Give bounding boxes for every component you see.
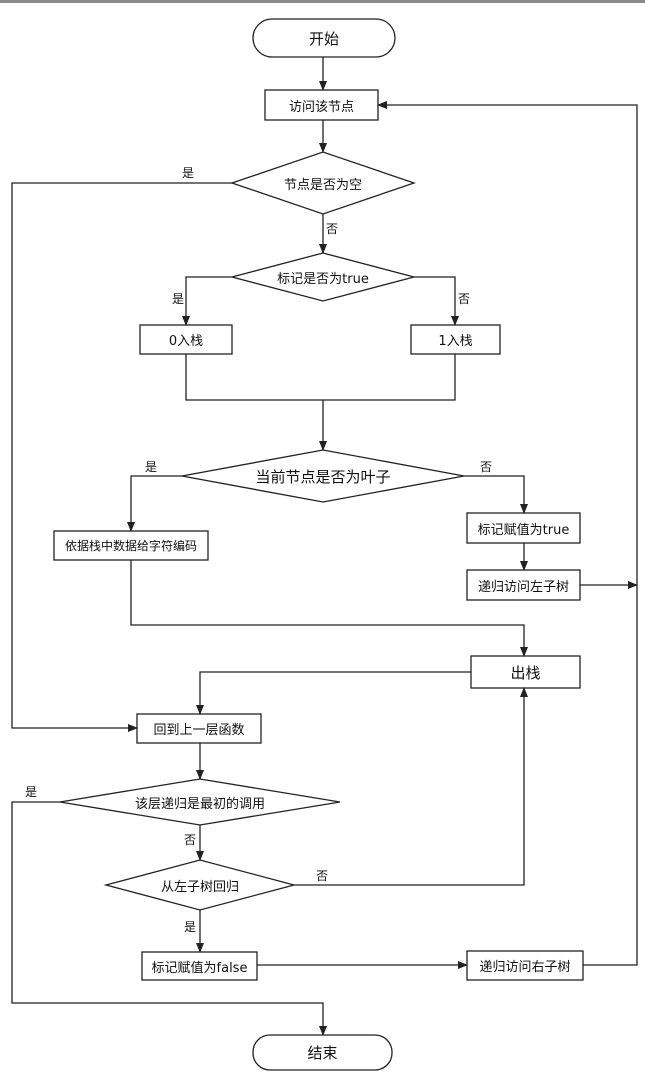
edge-label-left-check-yes: 是 bbox=[184, 920, 197, 934]
edge-label-first-call-yes: 是 bbox=[25, 785, 38, 799]
recurse-left-box bbox=[466, 569, 581, 601]
push-1-box bbox=[410, 324, 501, 355]
edge-label-left-check-no: 否 bbox=[316, 869, 329, 883]
top-border-line bbox=[0, 0, 645, 3]
is-first-call-decision bbox=[59, 778, 341, 826]
arrow-leaf-no-to-set-true bbox=[464, 475, 528, 514]
end-terminal bbox=[252, 1034, 393, 1071]
return-upper-box bbox=[136, 713, 262, 744]
from-left-subtree-decision bbox=[103, 859, 297, 911]
arrow-left-check-no-to-pop bbox=[294, 687, 528, 886]
start-terminal bbox=[252, 18, 396, 58]
line-push0-merge bbox=[185, 354, 456, 401]
encode-char-box bbox=[53, 530, 209, 561]
is-node-null-decision bbox=[229, 151, 417, 215]
arrow-null-yes-to-return bbox=[11, 182, 232, 732]
set-flag-false-box bbox=[141, 951, 258, 981]
is-leaf-decision bbox=[181, 449, 465, 503]
edge-label-leaf-yes: 是 bbox=[145, 460, 158, 474]
edge-label-flag-yes: 是 bbox=[172, 292, 185, 306]
edge-label-null-no: 否 bbox=[326, 222, 339, 236]
push-0-box bbox=[139, 324, 233, 355]
arrow-leaf-yes-to-encode bbox=[127, 475, 182, 532]
pop-box bbox=[470, 655, 581, 689]
arrow-flag-no-to-push1 bbox=[414, 276, 459, 326]
recurse-right-box bbox=[466, 950, 584, 981]
arrow-first-call-yes-to-end bbox=[11, 801, 327, 1036]
edge-label-leaf-no: 否 bbox=[480, 460, 493, 474]
arrow-recurse-right-loop-to-visit bbox=[377, 101, 638, 966]
is-flag-true-decision bbox=[229, 252, 417, 302]
arrow-flag-yes-to-push0 bbox=[182, 276, 232, 326]
edge-label-flag-no: 否 bbox=[458, 292, 471, 306]
arrow-encode-to-pop bbox=[130, 560, 528, 657]
edge-label-first-call-no: 否 bbox=[184, 833, 197, 847]
edge-label-null-yes: 是 bbox=[182, 166, 195, 180]
visit-node-box bbox=[264, 89, 379, 121]
set-flag-true-box bbox=[466, 512, 581, 544]
arrow-pop-to-return bbox=[196, 671, 471, 715]
